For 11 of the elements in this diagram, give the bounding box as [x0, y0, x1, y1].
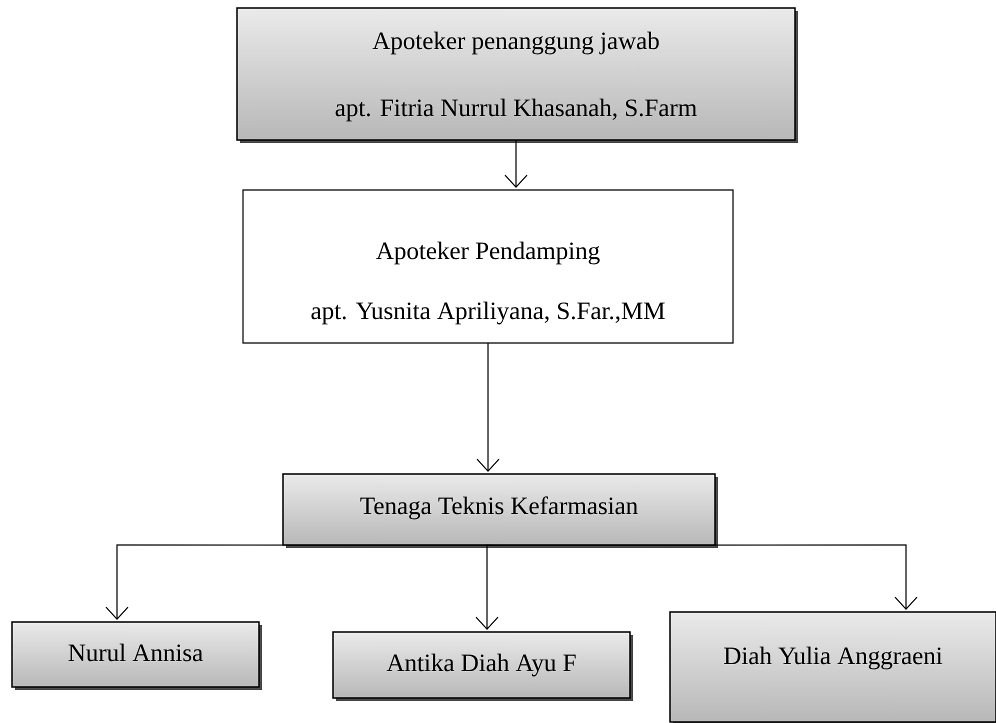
arrow [476, 343, 500, 472]
org-box: Apoteker Pendamping apt. Yusnita Apriliyana, S.Far.,MM [242, 189, 734, 344]
arrow [106, 544, 499, 620]
org-box: Apoteker penanggung jawab apt. Fitria Nurrul Khasanah, S.Farm [236, 7, 798, 143]
arrow [499, 544, 918, 610]
arrow [476, 544, 500, 630]
org-box: Nurul Annisa [11, 621, 262, 690]
org-box: Tenaga Teknis Kefarmasian [282, 473, 718, 548]
arrow [504, 140, 528, 188]
org-box: Antika Diah Ayu F [332, 631, 633, 701]
org-box: Diah Yulia Anggraeni [669, 611, 996, 723]
